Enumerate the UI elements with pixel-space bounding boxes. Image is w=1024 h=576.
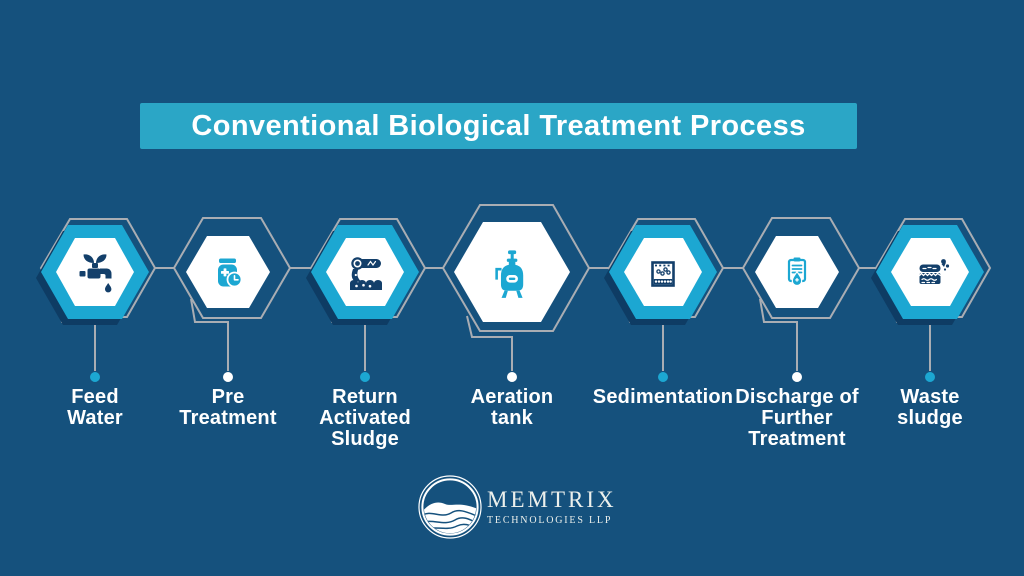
step-node-sedimentation [604, 218, 725, 382]
step-node-pre-treatment [172, 217, 292, 382]
sedimentation-tank-icon [651, 261, 675, 287]
label-dot [925, 372, 935, 382]
return-activated-sludge-icon [350, 257, 382, 290]
waste-sludge-icon [918, 259, 950, 284]
step-node-waste-sludge [871, 218, 992, 382]
step-label-return-activated-sludge: Return Activated Sludge [319, 386, 411, 450]
pre-treatment-jar-icon [218, 258, 243, 288]
step-label-aeration-tank: Aeration tank [470, 386, 554, 429]
step-label-sedimentation: Sedimentation [592, 386, 734, 408]
title-banner: Conventional Biological Treatment Proces… [140, 103, 857, 149]
label-dot [90, 372, 100, 382]
label-dot [223, 372, 233, 382]
aeration-tank-icon [495, 250, 524, 298]
logo-waves [423, 502, 477, 534]
logo-company-name: MEMTRIX [487, 487, 617, 512]
step-label-pre-treatment: Pre Treatment [179, 386, 277, 429]
page-title: Conventional Biological Treatment Proces… [191, 109, 806, 142]
step-label-feed-water: Feed Water [67, 386, 123, 429]
label-dot [792, 372, 802, 382]
step-node-discharge-further-treatment [741, 217, 861, 382]
step-node-feed-water [36, 218, 157, 382]
memtrix-logo-mark [418, 475, 482, 539]
label-dot [507, 372, 517, 382]
step-label-waste-sludge: Waste sludge [897, 386, 963, 429]
label-dot [658, 372, 668, 382]
logo-company-subtitle: TECHNOLOGIES LLP [487, 515, 613, 526]
step-label-discharge-further-treatment: Discharge of Further Treatment [735, 386, 859, 450]
step-node-return-activated-sludge [306, 218, 427, 382]
label-dot [360, 372, 370, 382]
feed-water-icon [79, 254, 112, 293]
memtrix-logo-text: MEMTRIX TECHNOLOGIES LLP [487, 487, 617, 527]
discharge-clipboard-drop-icon [787, 257, 807, 287]
step-node-aeration-tank [441, 204, 591, 382]
